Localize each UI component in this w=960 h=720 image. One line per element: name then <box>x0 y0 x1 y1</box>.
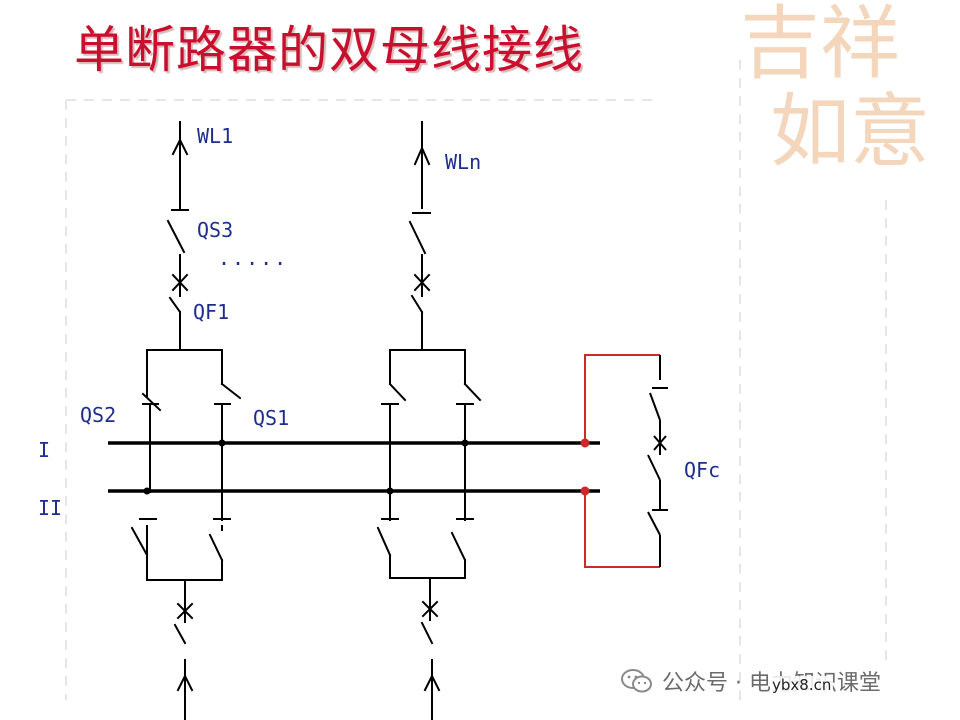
site-watermark: ybx8.cn <box>770 676 834 694</box>
page-title: 单断路器的双母线接线 <box>74 21 584 79</box>
decorative-calligraphy: 吉祥 如意 <box>740 0 930 176</box>
label-bus-ii: II <box>38 496 63 520</box>
label-bus-i: I <box>38 438 51 462</box>
bus-coupler <box>580 354 660 568</box>
label-wln: WLn <box>445 150 482 174</box>
feeder-n <box>376 121 482 720</box>
label-qf1: QF1 <box>193 300 230 324</box>
label-qs2: QS2 <box>80 403 117 427</box>
decorative-calligraphy-line1: 吉祥 <box>740 0 900 90</box>
decorative-calligraphy-line2: 如意 <box>770 85 930 178</box>
watermark-footer: 公众号 · 电力知识课堂 <box>620 665 881 697</box>
label-qs1: QS1 <box>253 406 290 430</box>
junction-dots <box>143 439 469 495</box>
background-guides <box>65 60 887 700</box>
feeder-1 <box>130 121 242 720</box>
label-wl1: WL1 <box>197 124 234 148</box>
label-qfc: QFc <box>684 458 721 482</box>
label-qs3: QS3 <box>197 218 234 242</box>
label-ellipsis: ..... <box>218 246 289 270</box>
wechat-icon <box>621 669 652 693</box>
bus-coupler-switches <box>647 355 668 567</box>
busbars <box>108 441 600 493</box>
